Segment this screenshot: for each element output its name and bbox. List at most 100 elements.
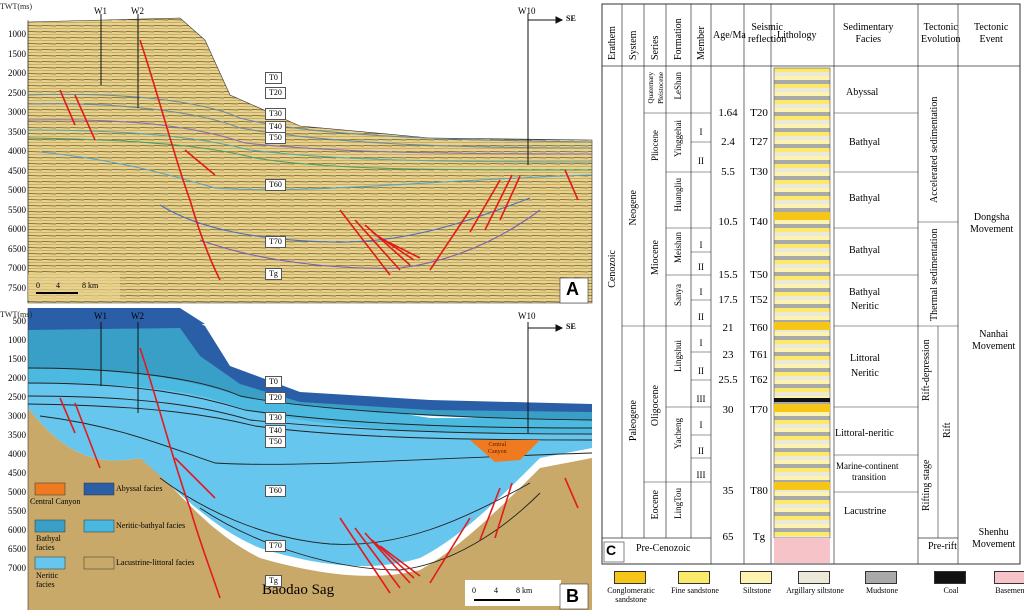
basement-band	[774, 538, 830, 563]
lithology-column	[773, 67, 831, 539]
member-label: I	[699, 338, 703, 348]
evo-rifting-stage: Rifting stage	[921, 459, 932, 511]
horizon-label-b: T50	[265, 436, 286, 448]
facies-section-panel	[0, 308, 596, 610]
facies-transition: transition	[852, 472, 886, 482]
facies-littoral-neritic: Littoral-neritic	[835, 428, 894, 439]
legend-swatch	[865, 571, 897, 584]
age-label: 15.5	[718, 269, 738, 281]
age-label: 30	[722, 404, 734, 416]
coal-band	[774, 398, 830, 402]
formation-yacheng: Yacheng	[673, 418, 683, 450]
y-tick-b: 7000	[8, 563, 26, 573]
member-label: II	[698, 156, 704, 166]
legend-label: Mudstone	[866, 586, 898, 595]
formation-lingtou: LingTou	[673, 488, 683, 519]
member-label: II	[698, 446, 704, 456]
horizon-label-a: T60	[265, 179, 286, 191]
y-tick-a: 1000	[8, 29, 26, 39]
seismic-data	[27, 17, 593, 304]
y-tick-a: 2000	[8, 68, 26, 78]
horizon-label-a: T30	[265, 108, 286, 120]
stratigraphy-column-panel	[598, 0, 1024, 566]
header-age: Age/Ma	[713, 30, 746, 41]
legend-swatch	[678, 571, 710, 584]
formation-lingshui: Lingshui	[673, 340, 683, 373]
member-label: I	[699, 240, 703, 250]
y-tick-a: 5500	[8, 204, 26, 215]
horizon-label-b: T60	[265, 485, 286, 497]
reflection-label: T60	[750, 322, 768, 334]
age-label: 1.64	[718, 107, 738, 119]
series-oligocene: Oligocene	[650, 385, 661, 427]
y-tick-a: 4000	[8, 146, 26, 156]
facies-neritic-1: Neritic	[851, 301, 879, 312]
series-pliocene: Pliocene	[650, 130, 660, 161]
reflection-label: T80	[750, 485, 768, 497]
series-eocene: Eocene	[650, 490, 661, 520]
facies-bathyal-4: Bathyal	[849, 287, 881, 298]
horizon-label-b: T20	[265, 392, 286, 404]
scale-4-a: 4	[56, 281, 60, 290]
member-label: I	[699, 127, 703, 137]
y-tick-b: 3000	[8, 411, 26, 421]
axis-title-a: TWT(ms)	[0, 2, 32, 11]
formation-leshan: LeShan	[673, 72, 683, 100]
y-tick-b: 2500	[8, 392, 26, 402]
reflection-label: T70	[750, 404, 768, 416]
well-markers-b	[100, 322, 564, 433]
formation-sanya: Sanya	[673, 284, 683, 306]
seismic-section-panel	[0, 0, 596, 305]
age-label: 21	[722, 322, 734, 334]
formation-yinggehai: Yinggehai	[673, 120, 683, 157]
member-label: III	[696, 394, 706, 404]
header-erathem: Erathem	[607, 26, 618, 60]
y-tick-b: 6500	[8, 544, 26, 554]
age-label: 23	[722, 349, 734, 361]
horizon-label-a: Tg	[265, 268, 282, 280]
horizon-label-b: T30	[265, 412, 286, 424]
horizon-label-b: Tg	[265, 575, 282, 587]
legend-label: Fine sandstone	[671, 586, 719, 595]
y-tick-a: 6500	[8, 243, 26, 254]
series-miocene: Miocene	[650, 240, 661, 275]
legend-neritic-bathyal: Neritic-bathyal facies	[116, 521, 186, 530]
panel-label-c: C	[606, 542, 617, 558]
scale-0-b: 0	[472, 586, 476, 595]
y-tick-b: 1500	[8, 354, 26, 364]
age-label: 2.4	[721, 136, 735, 148]
legend-swatch	[798, 571, 830, 584]
age-label: 10.5	[718, 216, 738, 228]
y-tick-b: 500	[12, 316, 27, 326]
reflection-label: T27	[750, 136, 768, 148]
age-label: 17.5	[718, 294, 738, 306]
legend-neritic: Neritic facies	[36, 571, 59, 589]
reflection-label: T30	[750, 166, 768, 178]
facies-legend	[34, 482, 115, 570]
y-tick-b: 4000	[8, 449, 26, 459]
direction-a: SE	[566, 14, 576, 23]
member-label: II	[698, 366, 704, 376]
erathem-cenozoic: Cenozoic	[607, 250, 618, 288]
well-markers	[100, 14, 564, 165]
header-lithology: Lithology	[777, 30, 817, 41]
age-label: 35	[722, 485, 734, 497]
well-w1-b: W1	[94, 311, 107, 321]
facies-marine-continent: Marine-continent	[836, 461, 899, 471]
legend-bathyal: Bathyal facies	[36, 534, 61, 552]
reflection-label: T62	[750, 374, 768, 386]
horizon-label-a: T0	[265, 72, 282, 84]
formation-meishan: Meishan	[673, 232, 683, 263]
legend-abyssal: Abyssal facies	[116, 484, 163, 493]
facies-abyssal: Abyssal	[846, 87, 879, 98]
header-system: System	[628, 30, 639, 60]
age-label: 5.5	[721, 166, 735, 178]
formation-huangliu: Huangliu	[673, 178, 683, 212]
y-tick-b: 4500	[8, 468, 26, 478]
horizon-lines	[27, 93, 593, 269]
well-w2-a: W2	[131, 6, 144, 16]
